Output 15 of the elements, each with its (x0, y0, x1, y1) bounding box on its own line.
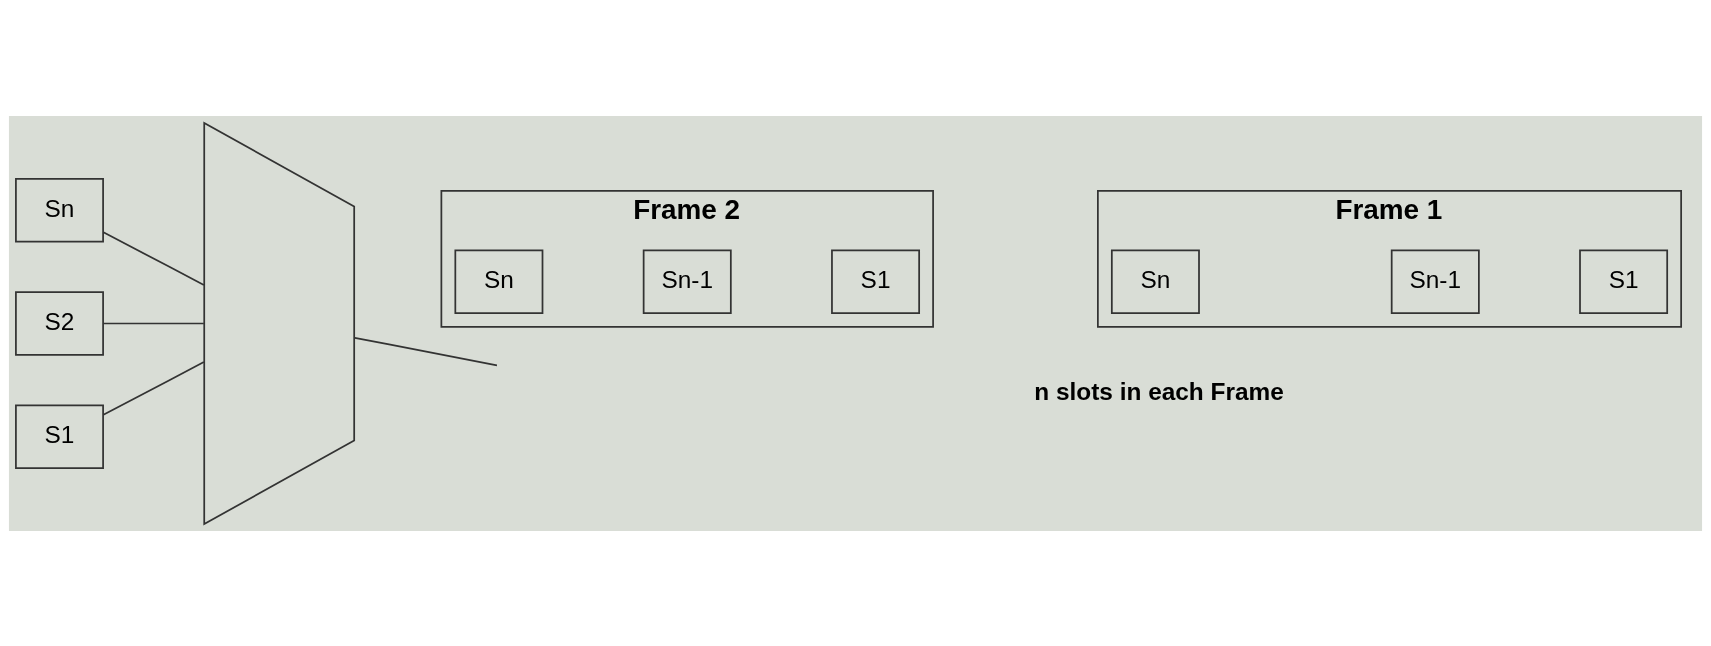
connector (102, 230, 205, 286)
node-box: Sn (1110, 248, 1200, 314)
label: n slots in each Frame (1034, 377, 1284, 405)
node-box: Sn-1 (1390, 248, 1480, 314)
connector (353, 336, 498, 366)
node-trapezium (203, 121, 356, 525)
node-box: S1 (831, 248, 920, 314)
node-box: S1 (1579, 248, 1669, 314)
node-box: S2 (15, 290, 104, 356)
node-box: Sn (454, 248, 544, 314)
node-box: S1 (15, 404, 104, 469)
connector (102, 360, 205, 416)
node-box: Sn-1 (642, 248, 732, 314)
connector (102, 322, 205, 324)
node-box: Sn (15, 177, 104, 242)
